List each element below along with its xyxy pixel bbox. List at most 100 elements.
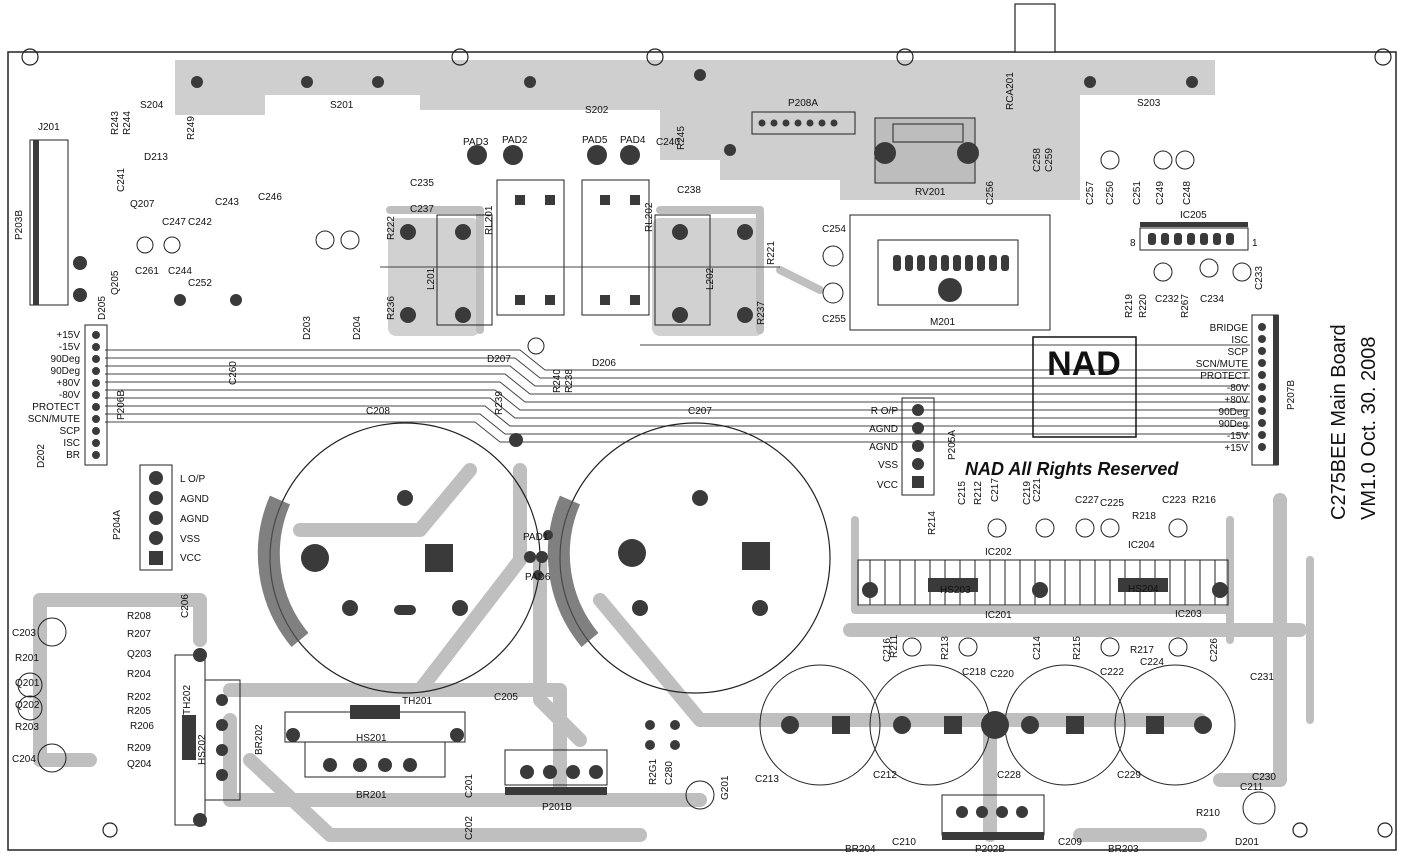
cap-c208	[257, 422, 541, 694]
lbl-rl201: RL201	[484, 205, 495, 235]
lbl-l202: L202	[705, 267, 716, 290]
lbl-rl202: RL202	[644, 202, 655, 232]
lbl-c228: C228	[997, 770, 1021, 781]
p207b-pin-6: -80V	[1227, 383, 1248, 394]
lbl-r219: R219	[1124, 294, 1135, 318]
lbl-c218: C218	[962, 667, 986, 678]
lbl-r209: R209	[127, 743, 151, 754]
lbl-th201: TH201	[402, 696, 432, 707]
p206b-pin-2: -15V	[59, 342, 80, 353]
lbl-c254: C254	[822, 224, 846, 235]
lbl-q201: Q201	[15, 678, 40, 689]
lbl-c222: C222	[1100, 667, 1124, 678]
pad1-label: PAD1	[523, 532, 549, 543]
pad2-label: PAD2	[502, 135, 528, 146]
lbl-hs202: HS202	[197, 734, 208, 765]
rights-notice: NAD All Rights Reserved	[965, 459, 1179, 479]
lbl-d205: D205	[97, 296, 108, 320]
p204a-pin-2: AGND	[180, 494, 209, 505]
board-version: VM1.0 Oct. 30. 2008	[1358, 337, 1380, 520]
lbl-br204: BR204	[845, 844, 876, 855]
board-outline	[7, 51, 1397, 851]
lbl-r202: R202	[127, 692, 151, 703]
lbl-ic204: IC204	[1128, 540, 1155, 551]
lbl-q203: Q203	[127, 649, 152, 660]
cap-c207	[547, 422, 831, 694]
small-pads	[73, 69, 1228, 827]
lbl-c226: C226	[1209, 638, 1220, 662]
lbl-c242: C242	[188, 217, 212, 228]
p206b-ref: P206B	[116, 390, 127, 420]
ref-rca201: RCA201	[1005, 72, 1016, 110]
lbl-c230: C230	[1252, 772, 1276, 783]
lbl-c232: C232	[1155, 294, 1179, 305]
lbl-ic202: IC202	[985, 547, 1012, 558]
lbl-c240: C240	[656, 137, 680, 148]
p205a-pin-4: VSS	[878, 460, 898, 471]
p208a-block	[751, 111, 856, 135]
lbl-l201: L201	[426, 267, 437, 290]
lbl-r201: R201	[15, 653, 39, 664]
lbl-hs201: HS201	[356, 733, 387, 744]
lbl-r205: R205	[127, 706, 151, 717]
ref-p202b: P202B	[975, 844, 1005, 855]
mounting-holes	[21, 48, 1393, 838]
lbl-c249: C249	[1155, 181, 1166, 205]
p207b-pin-8: 90Deg	[1219, 407, 1248, 418]
lbl-c216: C216	[882, 638, 893, 662]
ref-ic205: IC205	[1180, 210, 1207, 221]
pad3-label: PAD3	[463, 137, 489, 148]
lbl-c246: C246	[258, 192, 282, 203]
lbl-c211: C211	[1240, 782, 1264, 793]
inductors	[400, 214, 753, 326]
relay-rl201	[496, 179, 565, 316]
p207b-ref: P207B	[1286, 380, 1297, 410]
lbl-r218: R218	[1132, 511, 1156, 522]
lbl-c241: C241	[116, 168, 127, 192]
br201-pins	[323, 705, 417, 772]
lbl-c224: C224	[1140, 657, 1164, 668]
lbl-r240: R240	[552, 369, 563, 393]
p202b-block	[941, 794, 1045, 840]
p206b-pin-6: -80V	[59, 390, 80, 401]
p207b-pin-1: BRIDGE	[1210, 323, 1249, 334]
lbl-hs203: HS203	[940, 585, 971, 596]
p206b-pin-7: PROTECT	[32, 402, 80, 413]
p206b-pin-1: +15V	[56, 330, 80, 341]
ic205-block	[1139, 222, 1249, 251]
lbl-c220: C220	[990, 669, 1014, 680]
lbl-c259: C259	[1044, 148, 1055, 172]
lbl-c225: C225	[1100, 498, 1124, 509]
p206b-pin-11: BR	[66, 450, 80, 461]
lbl-r214: R214	[927, 511, 938, 535]
p206b-pin-8: SCN/MUTE	[28, 414, 81, 425]
lbl-c252: C252	[188, 278, 212, 289]
lbl-c215: C215	[957, 481, 968, 505]
p207b-pin-3: SCP	[1227, 347, 1248, 358]
cap-row-bottom	[759, 664, 1236, 786]
lbl-r222: R222	[386, 216, 397, 240]
lbl-q205: Q205	[110, 270, 121, 295]
lbl-c206: C206	[180, 594, 191, 618]
p207b-pin-5: PROTECT	[1200, 371, 1248, 382]
p207b-pin-2: ISC	[1231, 335, 1248, 346]
lbl-r212: R212	[973, 481, 984, 505]
lbl-d202: D202	[36, 444, 47, 468]
lbl-r2g1: R2G1	[648, 758, 659, 785]
lbl-r267: R267	[1180, 294, 1191, 318]
lbl-c223: C223	[1162, 495, 1186, 506]
lbl-br203: BR203	[1108, 844, 1139, 855]
relay-region-right	[652, 218, 764, 336]
lbl-ic201: IC201	[985, 610, 1012, 621]
lbl-c261: C261	[135, 266, 159, 277]
pad4-label: PAD4	[620, 135, 646, 146]
lbl-c205: C205	[494, 692, 518, 703]
p206b-pin-5: +80V	[56, 378, 80, 389]
ic-block-hs204	[1118, 578, 1168, 592]
p204a-pin-4: VSS	[180, 534, 200, 545]
p204a-pin-3: AGND	[180, 514, 209, 525]
ref-rv201: RV201	[915, 187, 946, 198]
p204a-block	[139, 464, 173, 571]
lbl-c227: C227	[1075, 495, 1099, 506]
p205a-pin-5: VCC	[877, 480, 898, 491]
